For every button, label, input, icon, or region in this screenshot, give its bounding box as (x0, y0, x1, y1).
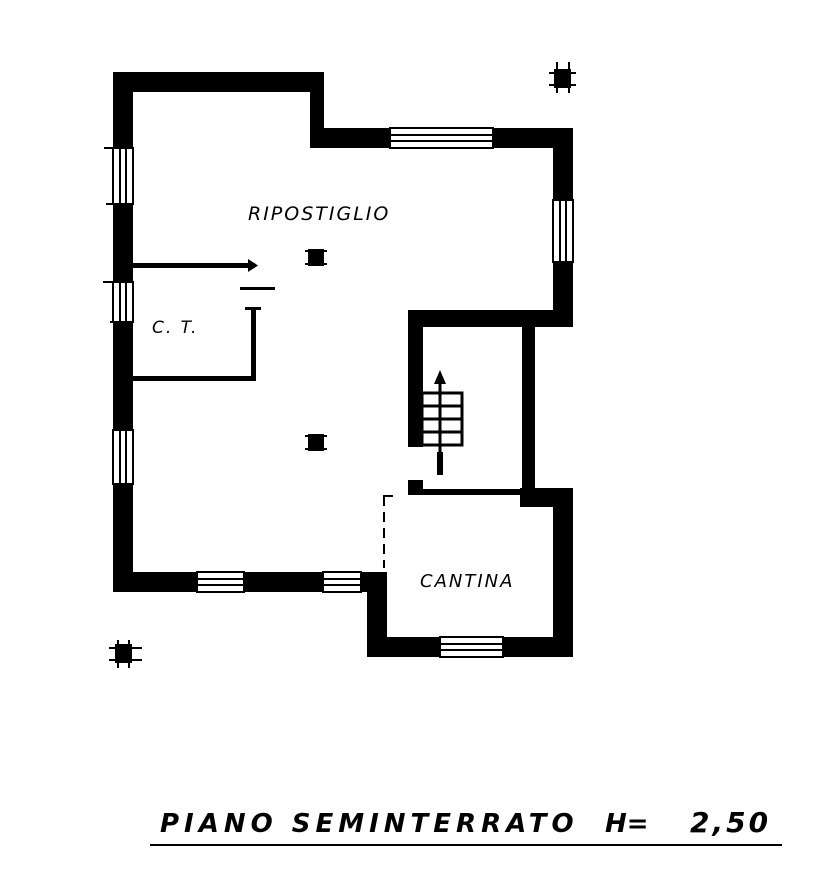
corner-marker-top-right (549, 62, 576, 93)
window-right (552, 199, 574, 263)
wall-stair-right (522, 320, 535, 495)
wall-bottom (113, 572, 387, 592)
wall-top-left (113, 72, 324, 92)
wall-cantina-left (367, 572, 387, 657)
door-mark (240, 287, 275, 290)
wall-stub (408, 480, 423, 495)
window-left-2 (103, 281, 134, 323)
room-label-cantina: CANTINA (420, 571, 514, 592)
ct-arrow-tip (248, 259, 258, 272)
wall-stair-left (408, 315, 423, 447)
walls (113, 72, 573, 657)
window-left-3 (112, 429, 134, 485)
pillar-1 (305, 249, 327, 266)
window-top (389, 127, 494, 149)
wall-stair-bottom (420, 489, 525, 495)
ct-partition-right (251, 307, 256, 381)
ct-partition-bottom (133, 376, 256, 381)
window-cantina (439, 636, 504, 658)
window-left-1 (104, 147, 134, 205)
room-label-ct: C. T. (152, 318, 198, 338)
ct-partition-top (133, 263, 255, 268)
height-value: 2,50 (690, 806, 771, 839)
height-label: H= (605, 809, 649, 839)
room-label-ripostiglio: RIPOSTIGLIO (248, 203, 390, 225)
corner-marker-bottom-left (109, 640, 142, 668)
pillar-2 (305, 434, 327, 451)
window-bottom-2 (322, 571, 362, 593)
pillars (109, 62, 576, 668)
wall-stair-top (408, 310, 573, 327)
window-bottom-1 (196, 571, 245, 593)
plan-title: PIANO SEMINTERRATO (160, 809, 579, 839)
stair-arrow-icon (434, 370, 446, 384)
stairs (420, 380, 464, 475)
windows (103, 127, 574, 658)
wall-cantina-right (553, 488, 573, 657)
